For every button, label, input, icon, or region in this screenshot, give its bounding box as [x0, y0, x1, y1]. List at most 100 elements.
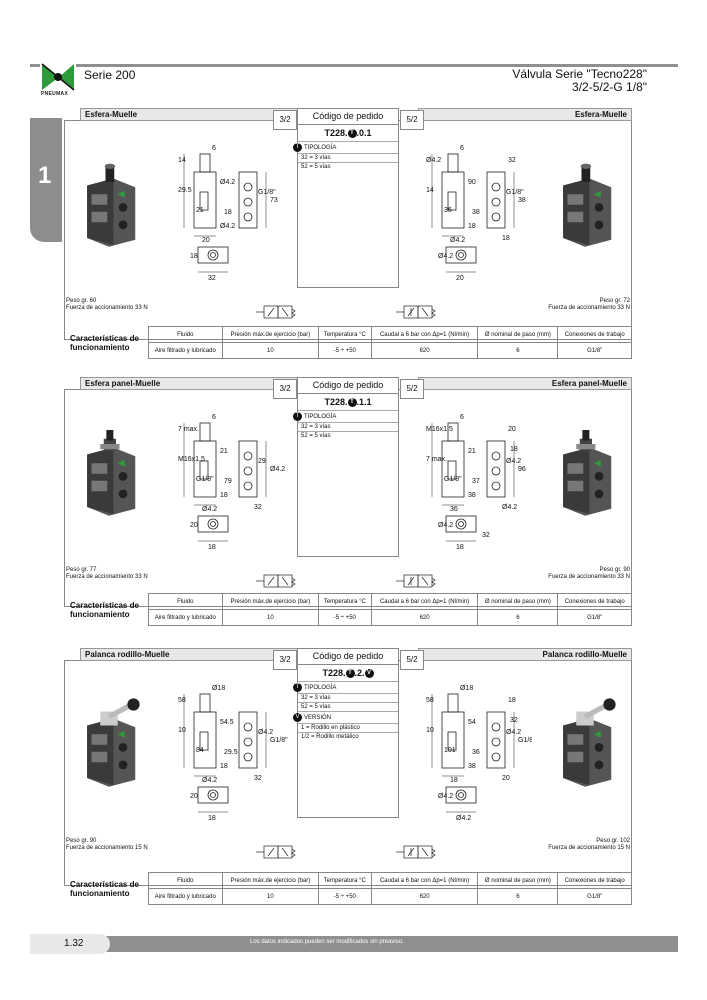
pneumatic-symbol-5-2 — [396, 301, 442, 328]
dimension-label: Ø4.2 — [450, 237, 465, 244]
dimension-label: G1/8" — [506, 189, 524, 196]
dimension-label: 96 — [518, 466, 526, 473]
spec-value-cell: 620 — [370, 609, 479, 626]
spec-header-cell: Presión máx.de ejercicio (bar) — [222, 872, 319, 889]
code-option-row: 52 = 5 vías — [298, 702, 398, 711]
code-option-label: 52 = 5 vías — [301, 164, 331, 171]
way-5-2-label: 5/2 — [400, 110, 424, 130]
dimension-label: 38 — [468, 492, 476, 499]
spec-value-cell: G1/8" — [557, 342, 632, 359]
weight-value: Peso gr. 90 — [66, 838, 97, 844]
dimension-label: 6 — [460, 414, 464, 421]
pneumax-logo — [40, 62, 76, 92]
section-title-left: Palanca rodillo-Muelle — [80, 648, 335, 661]
dimension-label: G1/8" — [270, 737, 288, 744]
dimension-label: 90 — [468, 179, 476, 186]
option-badge: T — [293, 412, 302, 422]
title-line-1: Válvula Serie "Tecno228" — [512, 67, 647, 81]
code-option-row: 52 = 5 vías — [298, 431, 398, 440]
dimension-label: 38 — [468, 763, 476, 770]
dimension-label: 21 — [220, 448, 228, 455]
dimension-label: Ø4.2 — [438, 253, 453, 260]
dimension-label: 18 — [456, 544, 464, 551]
section-title-right: Palanca rodillo-Muelle — [418, 648, 632, 661]
page-header-title: Válvula Serie "Tecno228" 3/2-5/2-G 1/8" — [512, 68, 647, 94]
valve-photo-right — [550, 148, 620, 263]
spec-value-cell: Aire filtrado y lubricado — [147, 609, 224, 626]
dimension-label: 14 — [426, 187, 434, 194]
valve-photo-right — [550, 688, 620, 803]
spec-value-cell: Aire filtrado y lubricado — [147, 888, 224, 905]
code-prefix: T228. — [324, 128, 348, 138]
way-3-2-label: 3/2 — [273, 379, 297, 399]
spec-header-cell: Fluido — [147, 872, 224, 889]
actuation-force: Fuerza de accionamiento 15 N — [548, 845, 630, 851]
dimension-label: Ø4.2 — [202, 777, 217, 784]
dimension-label: Ø18 — [460, 685, 473, 692]
order-code-header: Código de pedido — [298, 109, 398, 125]
code-suffix: .1.1 — [356, 397, 372, 407]
actuation-force: Fuerza de accionamiento 15 N — [66, 845, 148, 851]
spec-header-cell: Caudal a 6 bar con Δp=1 (Nl/min) — [370, 872, 479, 889]
spec-header-cell: Caudal a 6 bar con Δp=1 (Nl/min) — [370, 593, 479, 610]
dimension-label: 18 — [220, 492, 228, 499]
spec-header-cell: Temperatura °C — [317, 326, 372, 343]
dimension-label: Ø4.2 — [220, 223, 235, 230]
spec-value-cell: 10 — [222, 609, 319, 626]
product-section: Palanca rodillo-Muelle Palanca rodillo-Mu… — [64, 648, 632, 914]
spec-header-cell: Conexiones de trabajo — [557, 872, 632, 889]
dimension-label: 20 — [502, 775, 510, 782]
spec-value-cell: Aire filtrado y lubricado — [147, 342, 224, 359]
dimension-label: Ø4.2 — [258, 729, 273, 736]
dimension-label: 6 — [212, 414, 216, 421]
code-option-label: 1/2 = Rodillo metálico — [301, 734, 359, 741]
dimension-label: Ø4.2 — [438, 793, 453, 800]
spec-title: Características de funcionamiento — [70, 879, 139, 898]
valve-photo-left — [74, 417, 144, 532]
code-option-row: 1/2 = Rodillo metálico — [298, 732, 398, 741]
page-number: 1.32 — [30, 934, 110, 954]
option-badge: T — [293, 143, 302, 153]
code-option-label: VERSIÓN — [304, 715, 332, 722]
code-prefix: T228. — [322, 668, 346, 678]
dimension-label: 20 — [202, 237, 210, 244]
chapter-number: 1 — [38, 162, 52, 189]
weight-value: Peso gr. 77 — [66, 567, 97, 573]
dimension-label: 10 — [178, 727, 186, 734]
dimension-label: 29 — [258, 458, 266, 465]
dimension-label: 21 — [196, 207, 204, 214]
dimension-label: 32 — [482, 532, 490, 539]
chapter-tab: 1 — [30, 118, 62, 242]
pneumatic-symbol-5-2 — [396, 841, 442, 868]
code-suffix: .0.1 — [356, 128, 372, 138]
dimension-label: 18 — [208, 815, 216, 822]
dimension-label: G1/8" — [444, 476, 462, 483]
dimension-label: Ø4.2 — [456, 815, 471, 822]
option-badge: V — [293, 713, 302, 723]
dimension-label: 7 max. — [178, 426, 199, 433]
order-code: T228.T.1.1 — [298, 394, 398, 410]
type-badge: T — [345, 669, 355, 679]
dimension-label: Ø4.2 — [202, 506, 217, 513]
spec-value-cell: 6 — [477, 609, 559, 626]
dimension-label: 37 — [472, 478, 480, 485]
section-title-left: Esfera-Muelle — [80, 108, 335, 121]
way-5-2-label: 5/2 — [400, 650, 424, 670]
dimension-label: 84 — [196, 747, 204, 754]
footer-bar — [30, 936, 678, 952]
dimension-label: 36 — [472, 749, 480, 756]
pneumatic-symbol-3-2 — [256, 570, 302, 597]
dimension-label: 18 — [468, 223, 476, 230]
dimension-label: M16x1.5 — [178, 456, 205, 463]
code-suffix: .2. — [354, 668, 365, 678]
valve-photo-left — [74, 688, 144, 803]
pneumatic-symbol-3-2 — [256, 841, 302, 868]
dimension-label: Ø18 — [212, 685, 225, 692]
